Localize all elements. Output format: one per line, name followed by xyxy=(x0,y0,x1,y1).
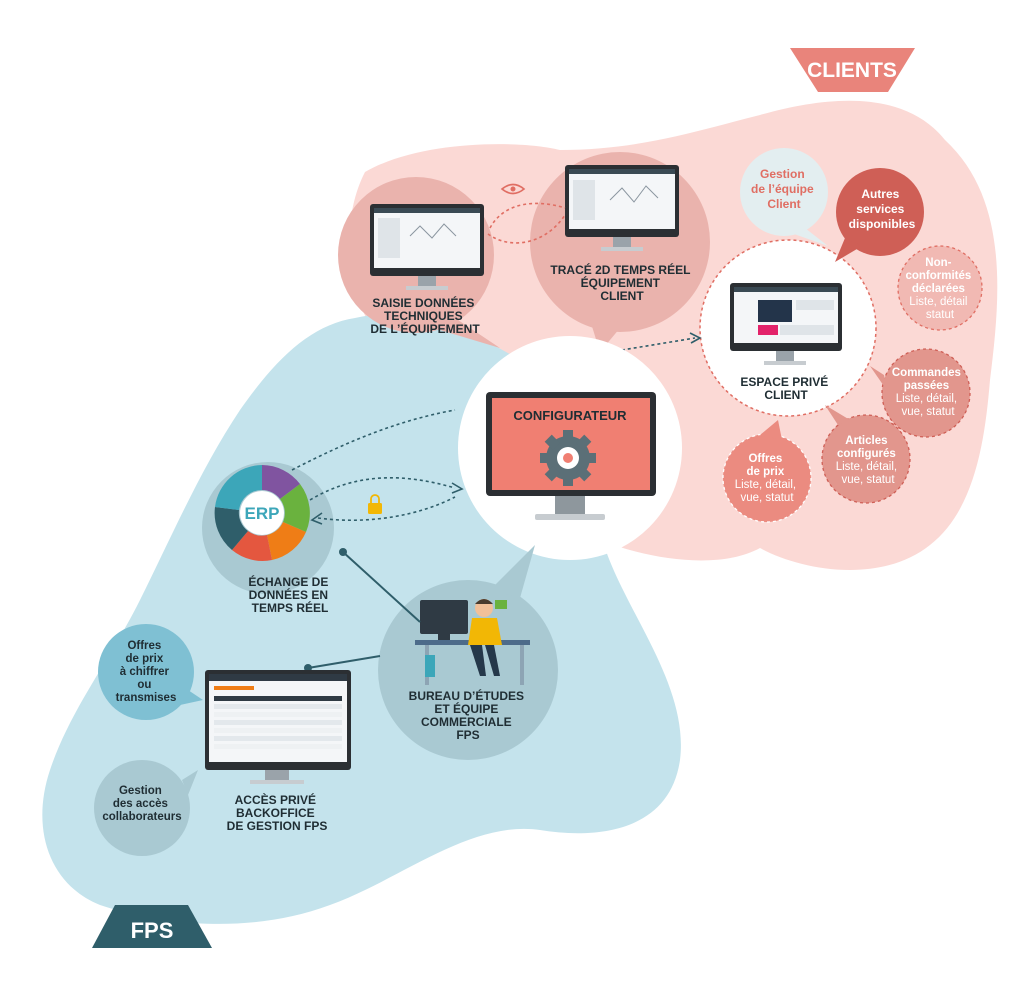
backoffice-bureau-connector xyxy=(307,655,381,669)
clients-banner-text: CLIENTS xyxy=(807,59,897,82)
clients-banner xyxy=(790,48,915,92)
erp-wheel xyxy=(214,465,310,561)
erp-configurator-link xyxy=(291,409,456,471)
nonconf-bubble xyxy=(897,245,983,331)
lock-icon xyxy=(368,494,382,514)
configurator-title: CONFIGURATEUR xyxy=(513,408,627,423)
eye-icon xyxy=(500,183,526,195)
offres-fps-label: Offres de prix à chiffrer ou transmises xyxy=(116,640,177,704)
saisie-label: SAISIE DONNÉES TECHNIQUES DE L’ÉQUIPEMEN… xyxy=(370,295,480,336)
espace-monitor xyxy=(730,283,842,365)
fps-banner-text: FPS xyxy=(131,918,174,943)
gestion-equipe-bubble xyxy=(740,148,828,236)
autres-label: Autres services disponibles xyxy=(849,187,916,231)
nonconf-label: Non- conformités déclarées Liste, détail… xyxy=(905,257,974,321)
backoffice-monitor xyxy=(205,670,351,784)
erp-caption: ÉCHANGE DE DONNÉES EN TEMPS RÉEL xyxy=(248,574,331,615)
bureau-label: BUREAU D’ÉTUDES ET ÉQUIPE COMMERCIALE FP… xyxy=(409,688,528,742)
gear-icon xyxy=(540,430,596,486)
saisie-monitor xyxy=(370,204,484,290)
fps-banner xyxy=(92,905,212,948)
autres-bubble xyxy=(836,168,924,256)
trace-monitor xyxy=(565,165,679,251)
saisie-trace-link xyxy=(489,202,566,229)
articles-label: Articles configurés Liste, détail, vue, … xyxy=(836,435,901,486)
configurator-espace-link xyxy=(609,337,696,353)
gestion-acces-bubble xyxy=(94,760,190,856)
trace-label: TRACÉ 2D TEMPS RÉEL ÉQUIPEMENT CLIENT xyxy=(550,262,693,303)
erp-label: ERP xyxy=(245,504,280,523)
gestion-equipe-label: Gestion de l’équipe Client xyxy=(751,167,817,211)
espace-label: ESPACE PRIVÉ CLIENT xyxy=(740,374,831,402)
offres-client-bubble xyxy=(722,433,812,523)
commandes-bubble xyxy=(881,348,971,438)
gestion-acces-label: Gestion des accès collaborateurs xyxy=(102,785,181,823)
commandes-label: Commandes passées Liste, détail, vue, st… xyxy=(892,367,964,418)
offres-fps-bubble xyxy=(98,624,194,720)
backoffice-label: ACCÈS PRIVÉ BACKOFFICE DE GESTION FPS xyxy=(227,792,328,833)
offres-client-label: Offres de prix Liste, détail, vue, statu… xyxy=(735,453,800,504)
articles-bubble xyxy=(821,414,911,504)
person-at-desk-icon xyxy=(415,599,530,685)
erp-bureau-connector xyxy=(342,551,421,623)
